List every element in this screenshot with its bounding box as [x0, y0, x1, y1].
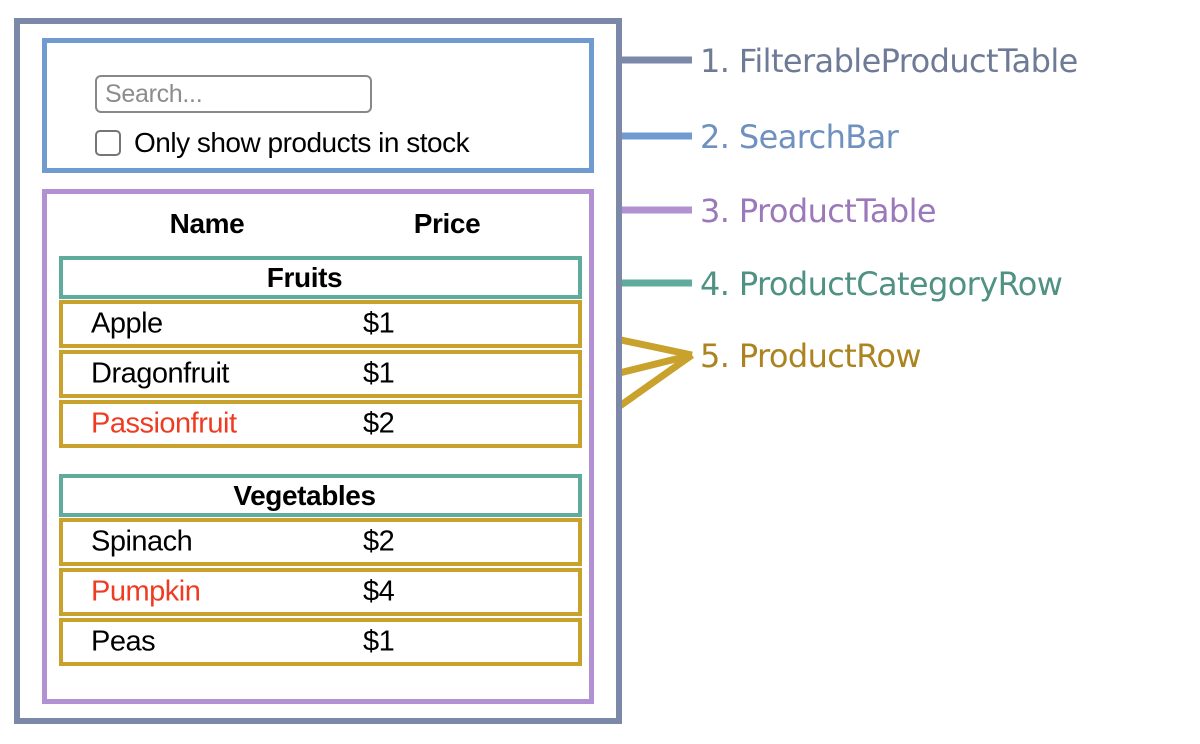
product-price: $1 [363, 307, 395, 340]
product-category-row: Fruits [59, 256, 582, 299]
legend-text: ProductTable [738, 192, 937, 230]
product-name: Apple [91, 307, 163, 340]
product-category-label: Fruits [266, 261, 343, 293]
product-price: $1 [363, 357, 395, 390]
checkbox-icon[interactable] [95, 130, 121, 156]
legend-item-product-row: 5. ProductRow [700, 337, 922, 375]
product-category-label: Vegetables [233, 479, 376, 511]
legend-text: ProductCategoryRow [738, 265, 1063, 303]
product-row: Pumpkin $4 [59, 568, 582, 616]
product-rows-area: Fruits Apple $1 Dragonfruit $1 Passionfr… [59, 256, 582, 668]
search-input[interactable]: Search... [95, 75, 372, 113]
product-price: $1 [363, 625, 395, 658]
legend-number: 1. [700, 42, 739, 80]
product-price: $2 [363, 525, 395, 558]
product-name: Spinach [91, 525, 193, 558]
table-header-row: Name Price [47, 204, 589, 244]
legend-item-search-bar: 2. SearchBar [700, 118, 899, 156]
filterable-product-table-container: Search... Only show products in stock Na… [14, 18, 622, 724]
product-price: $2 [363, 407, 395, 440]
product-row: Peas $1 [59, 618, 582, 666]
legend-item-filterable-product-table: 1. FilterableProductTable [700, 42, 1078, 80]
legend-number: 5. [700, 337, 739, 375]
product-table-container: Name Price Fruits Apple $1 Dragonfruit $… [42, 189, 594, 704]
legend-text: ProductRow [738, 337, 922, 375]
legend-item-product-category-row: 4. ProductCategoryRow [700, 265, 1063, 303]
product-name: Passionfruit [91, 407, 237, 440]
column-header-price: Price [413, 208, 481, 239]
in-stock-filter-row[interactable]: Only show products in stock [95, 127, 470, 159]
product-category-row: Vegetables [59, 474, 582, 517]
product-name: Pumpkin [91, 575, 201, 608]
product-row: Dragonfruit $1 [59, 350, 582, 398]
legend-number: 2. [700, 118, 739, 156]
legend-item-product-table: 3. ProductTable [700, 192, 937, 230]
column-header-name: Name [169, 208, 245, 239]
product-name: Dragonfruit [91, 357, 229, 390]
legend-number: 4. [700, 265, 739, 303]
legend-text: SearchBar [738, 118, 899, 156]
legend-text: FilterableProductTable [738, 42, 1078, 80]
product-price: $4 [363, 575, 395, 608]
search-bar-container: Search... Only show products in stock [42, 38, 594, 173]
in-stock-filter-label: Only show products in stock [134, 127, 470, 158]
product-row: Spinach $2 [59, 518, 582, 566]
legend-number: 3. [700, 192, 739, 230]
product-name: Peas [91, 625, 156, 658]
group-spacer [59, 450, 582, 474]
product-row: Apple $1 [59, 300, 582, 348]
product-row: Passionfruit $2 [59, 400, 582, 448]
